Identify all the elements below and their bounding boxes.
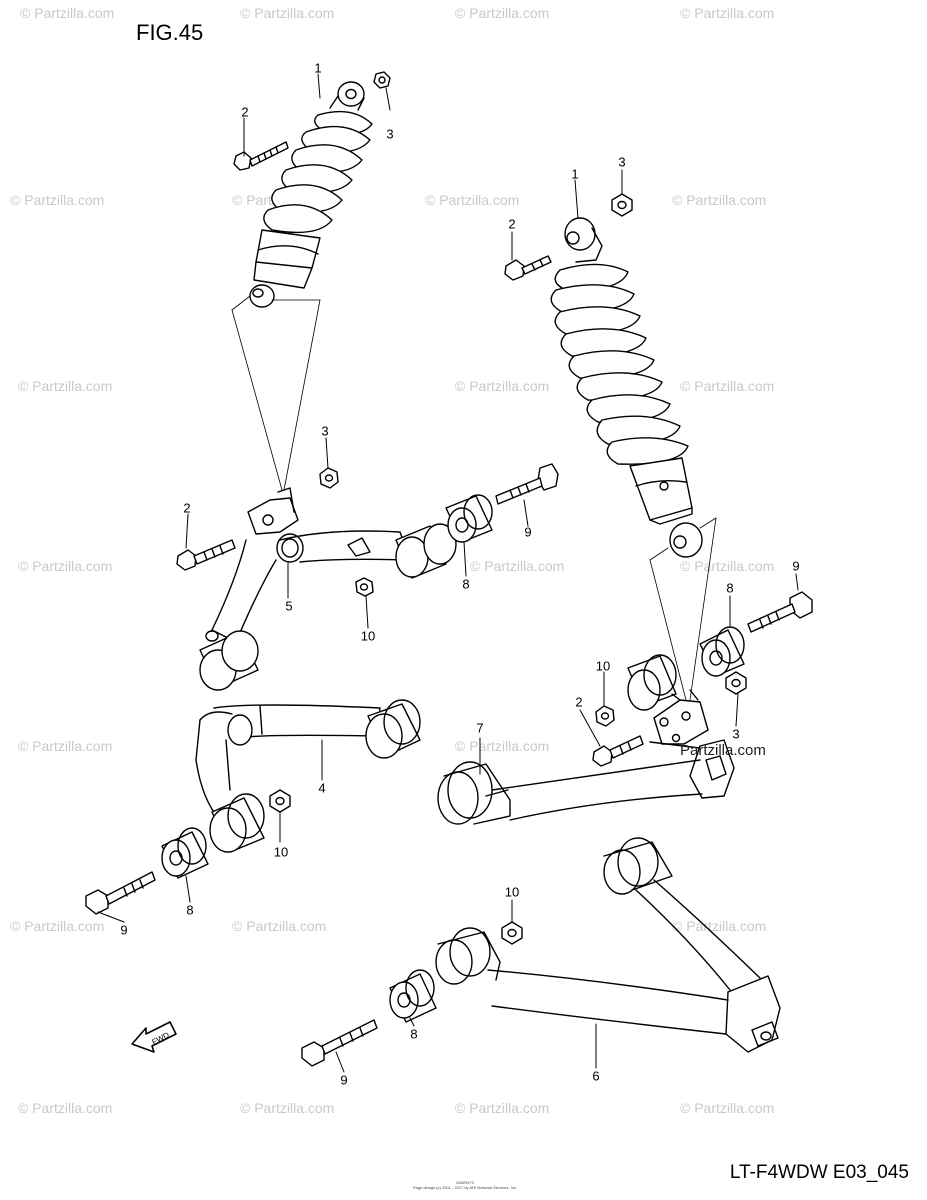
bushing-lower-right — [389, 969, 437, 1023]
callout-4[interactable]: 4 — [318, 780, 326, 796]
upper-arm-right — [437, 654, 735, 825]
bolt-right-bracket — [592, 735, 644, 767]
watermark: © Partzilla.com — [18, 1100, 113, 1116]
callout-3[interactable]: 3 — [386, 126, 394, 142]
nut-right-top — [611, 193, 633, 217]
watermark: © Partzilla.com — [18, 558, 113, 574]
bushing-lower-left — [161, 827, 209, 879]
watermark: © Partzilla.com — [672, 192, 767, 208]
copyright-line: Page design (c) 2001 - 2017 by ARI Netwo… — [412, 1185, 518, 1190]
diagram-code: LT-F4WDW E03_045 — [729, 1162, 909, 1183]
callout-2[interactable]: 2 — [508, 216, 516, 232]
watermark: © Partzilla.com — [20, 5, 115, 21]
watermark: © Partzilla.com — [18, 738, 113, 754]
watermark: © Partzilla.com — [455, 1100, 550, 1116]
callout-9[interactable]: 9 — [120, 922, 128, 938]
callout-3[interactable]: 3 — [618, 154, 626, 170]
nut-right-bracket — [595, 705, 615, 727]
callout-10[interactable]: 10 — [595, 658, 611, 674]
watermark: © Partzilla.com — [680, 378, 775, 394]
nut-left-top — [373, 71, 391, 89]
callout-9[interactable]: 9 — [340, 1072, 348, 1088]
callout-8[interactable]: 8 — [726, 580, 734, 596]
bolt-lower-left — [85, 871, 156, 915]
callout-8[interactable]: 8 — [186, 902, 194, 918]
callout-10[interactable]: 10 — [504, 884, 520, 900]
watermark: © Partzilla.com — [10, 192, 105, 208]
watermark: © Partzilla.com — [680, 5, 775, 21]
copyright-note: 92829273 Page design (c) 2001 - 2017 by … — [400, 1180, 530, 1190]
shock-absorber-left — [231, 81, 373, 491]
bolt-left-shock-top — [233, 141, 289, 171]
callout-2[interactable]: 2 — [241, 104, 249, 120]
nut-lower-right — [501, 921, 523, 945]
bushing-left-upper — [445, 494, 493, 543]
copyright-line: 92829273 — [456, 1180, 474, 1185]
callout-7[interactable]: 7 — [476, 720, 484, 736]
bolt-left-upper — [495, 463, 559, 505]
watermark: © Partzilla.com — [455, 5, 550, 21]
bolt-right-upper — [747, 591, 813, 633]
nut-left-bracket — [319, 467, 339, 489]
watermark: © Partzilla.com — [240, 5, 335, 21]
watermark: © Partzilla.com — [672, 918, 767, 934]
bushing-right-upper — [699, 626, 745, 677]
callout-6[interactable]: 6 — [592, 1068, 600, 1084]
callout-9[interactable]: 9 — [524, 524, 532, 540]
callout-10[interactable]: 10 — [273, 844, 289, 860]
callout-1[interactable]: 1 — [571, 166, 579, 182]
leader-lines — [97, 73, 799, 1073]
nut-right-bracket-2 — [725, 671, 747, 695]
callout-5[interactable]: 5 — [285, 598, 293, 614]
nut-lower-left — [269, 789, 291, 813]
nut-left-arm — [355, 577, 374, 597]
shock-absorber-right — [550, 217, 717, 701]
watermark: © Partzilla.com — [240, 1100, 335, 1116]
watermark: © Partzilla.com — [10, 918, 105, 934]
callout-9[interactable]: 9 — [792, 558, 800, 574]
watermark: © Partzilla.com — [455, 738, 550, 754]
watermark: © Partzilla.com — [455, 378, 550, 394]
callout-1[interactable]: 1 — [314, 60, 322, 76]
callout-2[interactable]: 2 — [183, 500, 191, 516]
lower-arm-left — [195, 699, 421, 853]
bolt-right-shock-top — [504, 255, 552, 281]
callout-8[interactable]: 8 — [410, 1026, 418, 1042]
callout-10[interactable]: 10 — [360, 628, 376, 644]
watermark: © Partzilla.com — [232, 918, 327, 934]
lower-arm-right — [435, 837, 781, 1053]
watermark: © Partzilla.com — [680, 558, 775, 574]
watermark: © Partzilla.com — [425, 192, 520, 208]
watermark: © Partzilla.com — [470, 558, 565, 574]
callout-3[interactable]: 3 — [732, 726, 740, 742]
watermark: © Partzilla.com — [18, 378, 113, 394]
watermark: © Partzilla.com — [680, 1100, 775, 1116]
bolt-lower-right — [301, 1019, 378, 1067]
callout-2[interactable]: 2 — [575, 694, 583, 710]
upper-arm-left — [199, 487, 457, 691]
forward-arrow-icon: FWD — [131, 1021, 177, 1053]
bolt-left-bracket — [176, 539, 236, 571]
callout-8[interactable]: 8 — [462, 576, 470, 592]
inline-watermark: Partzilla.com — [680, 742, 766, 759]
figure-title: FIG.45 — [136, 20, 204, 45]
callout-3[interactable]: 3 — [321, 423, 329, 439]
